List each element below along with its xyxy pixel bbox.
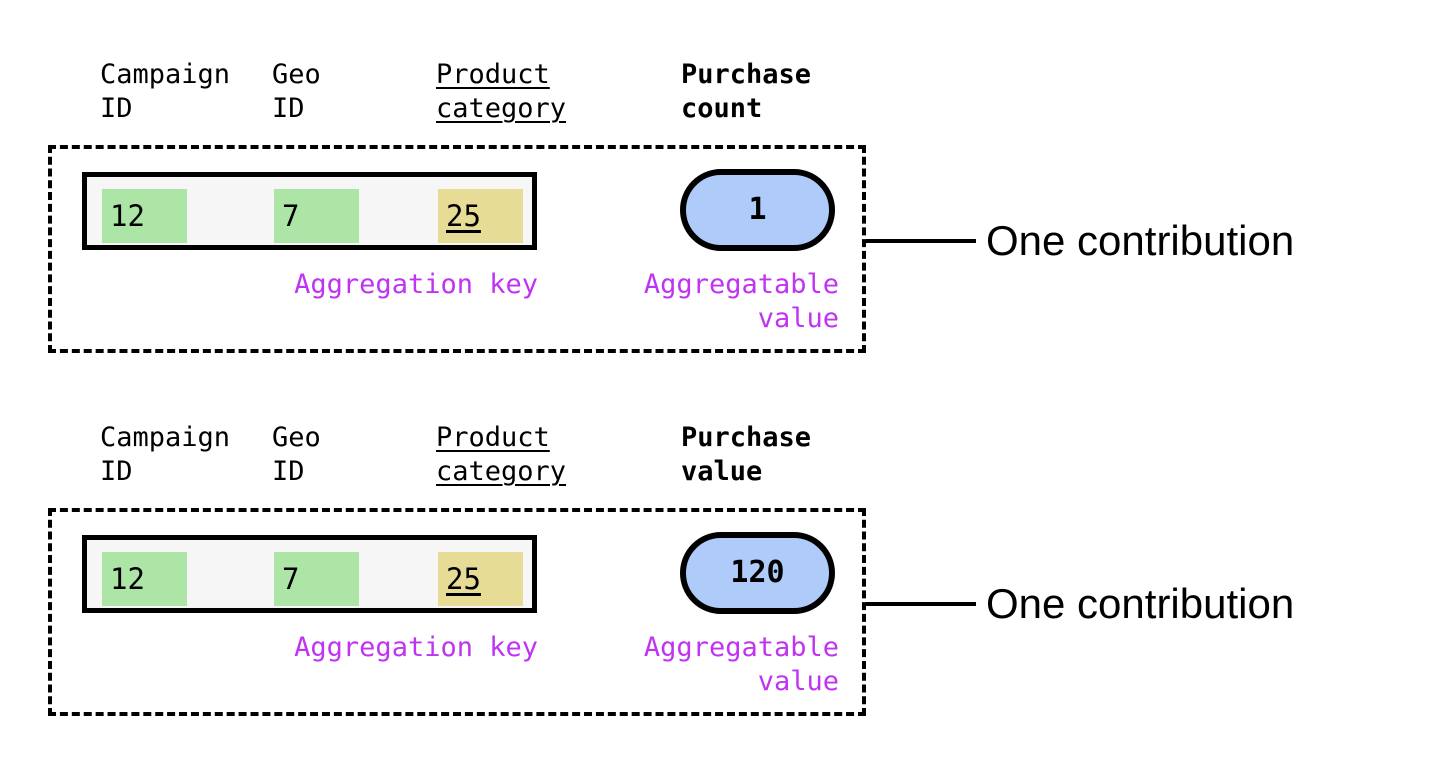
- aggregatable-value-pill: 120: [680, 532, 835, 614]
- column-header-product-category: Product category: [436, 59, 567, 124]
- aggregatable-value-text: 120: [730, 555, 785, 590]
- key-cell-value: 25: [446, 198, 481, 233]
- key-cell-product-category: 25: [438, 552, 523, 606]
- caption-aggregatable-value: Aggregatable value: [643, 632, 839, 697]
- key-cell-geo-id: 7: [274, 552, 359, 606]
- callout-label-one-contribution: One contribution: [986, 217, 1295, 264]
- key-cell-value: 12: [110, 198, 145, 233]
- key-cell-value: 25: [446, 561, 481, 596]
- aggregatable-value-text: 1: [748, 192, 767, 227]
- key-cell-product-category: 25: [438, 189, 523, 243]
- column-header-purchase-count: Purchase count: [681, 59, 812, 124]
- key-cell-campaign-id: 12: [102, 552, 187, 606]
- column-header-campaign-id: Campaign ID: [100, 59, 231, 124]
- key-cell-geo-id: 7: [274, 189, 359, 243]
- caption-aggregatable-value: Aggregatable value: [643, 269, 839, 334]
- key-cell-value: 12: [110, 561, 145, 596]
- aggregation-key-box: 12 7 25: [82, 172, 537, 250]
- column-header-geo-id: Geo ID: [272, 59, 321, 124]
- contribution-boundary: 12 7 25 120 Aggregation key Aggregatable…: [48, 508, 866, 716]
- key-cell-value: 7: [282, 561, 300, 596]
- column-header-product-category: Product category: [436, 422, 567, 487]
- caption-aggregation-key: Aggregation key: [294, 632, 538, 663]
- key-cell-campaign-id: 12: [102, 189, 187, 243]
- column-header-purchase-value: Purchase value: [681, 422, 812, 487]
- callout-leader-line: [866, 239, 976, 243]
- contribution-boundary: 12 7 25 1 Aggregation key Aggregatable v…: [48, 145, 866, 353]
- column-header-geo-id: Geo ID: [272, 422, 321, 487]
- column-header-campaign-id: Campaign ID: [100, 422, 231, 487]
- aggregation-key-box: 12 7 25: [82, 535, 537, 613]
- column-headers-row: Campaign ID Geo ID Product category Purc…: [0, 58, 900, 138]
- callout-label-one-contribution: One contribution: [986, 580, 1295, 627]
- callout-leader-line: [866, 602, 976, 606]
- caption-aggregation-key: Aggregation key: [294, 269, 538, 300]
- column-headers-row: Campaign ID Geo ID Product category Purc…: [0, 421, 900, 501]
- aggregatable-value-pill: 1: [680, 169, 835, 251]
- key-cell-value: 7: [282, 198, 300, 233]
